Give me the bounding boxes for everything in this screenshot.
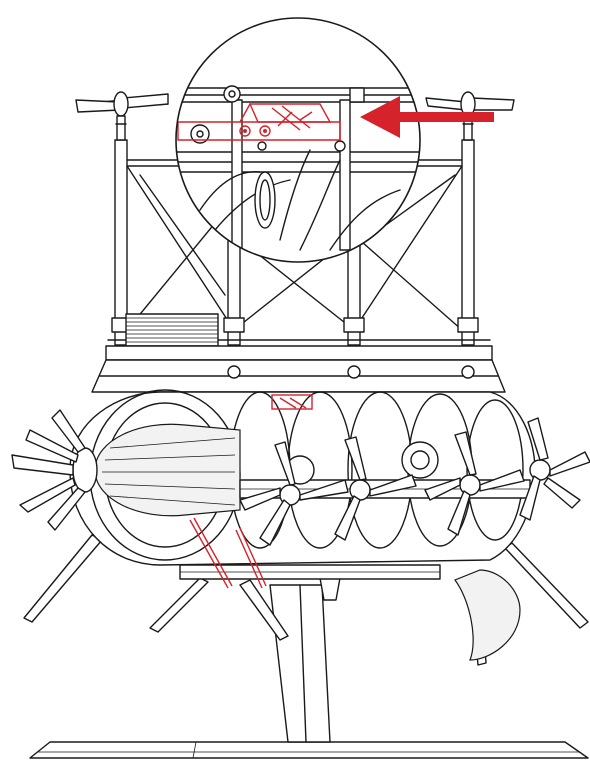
lever-bracket bbox=[177, 103, 341, 141]
propeller-left bbox=[11, 409, 98, 531]
landing-legs bbox=[23, 534, 589, 666]
side-propellers bbox=[11, 409, 590, 546]
magnified-callout bbox=[175, 17, 421, 263]
rotor-assembly-left bbox=[75, 91, 169, 141]
radiator-stack bbox=[125, 313, 219, 347]
detail-lever bbox=[271, 394, 313, 410]
propeller-center-right bbox=[424, 431, 525, 536]
support-pylon bbox=[269, 577, 341, 743]
linkage-rods bbox=[189, 517, 267, 589]
base-plate bbox=[29, 741, 589, 759]
pointer-arrow bbox=[360, 96, 494, 138]
propeller-center-left bbox=[239, 441, 349, 546]
propeller-center bbox=[334, 436, 417, 541]
caged-engine-body bbox=[69, 389, 536, 580]
mounting-platform bbox=[91, 345, 506, 393]
propeller-right bbox=[519, 417, 590, 521]
